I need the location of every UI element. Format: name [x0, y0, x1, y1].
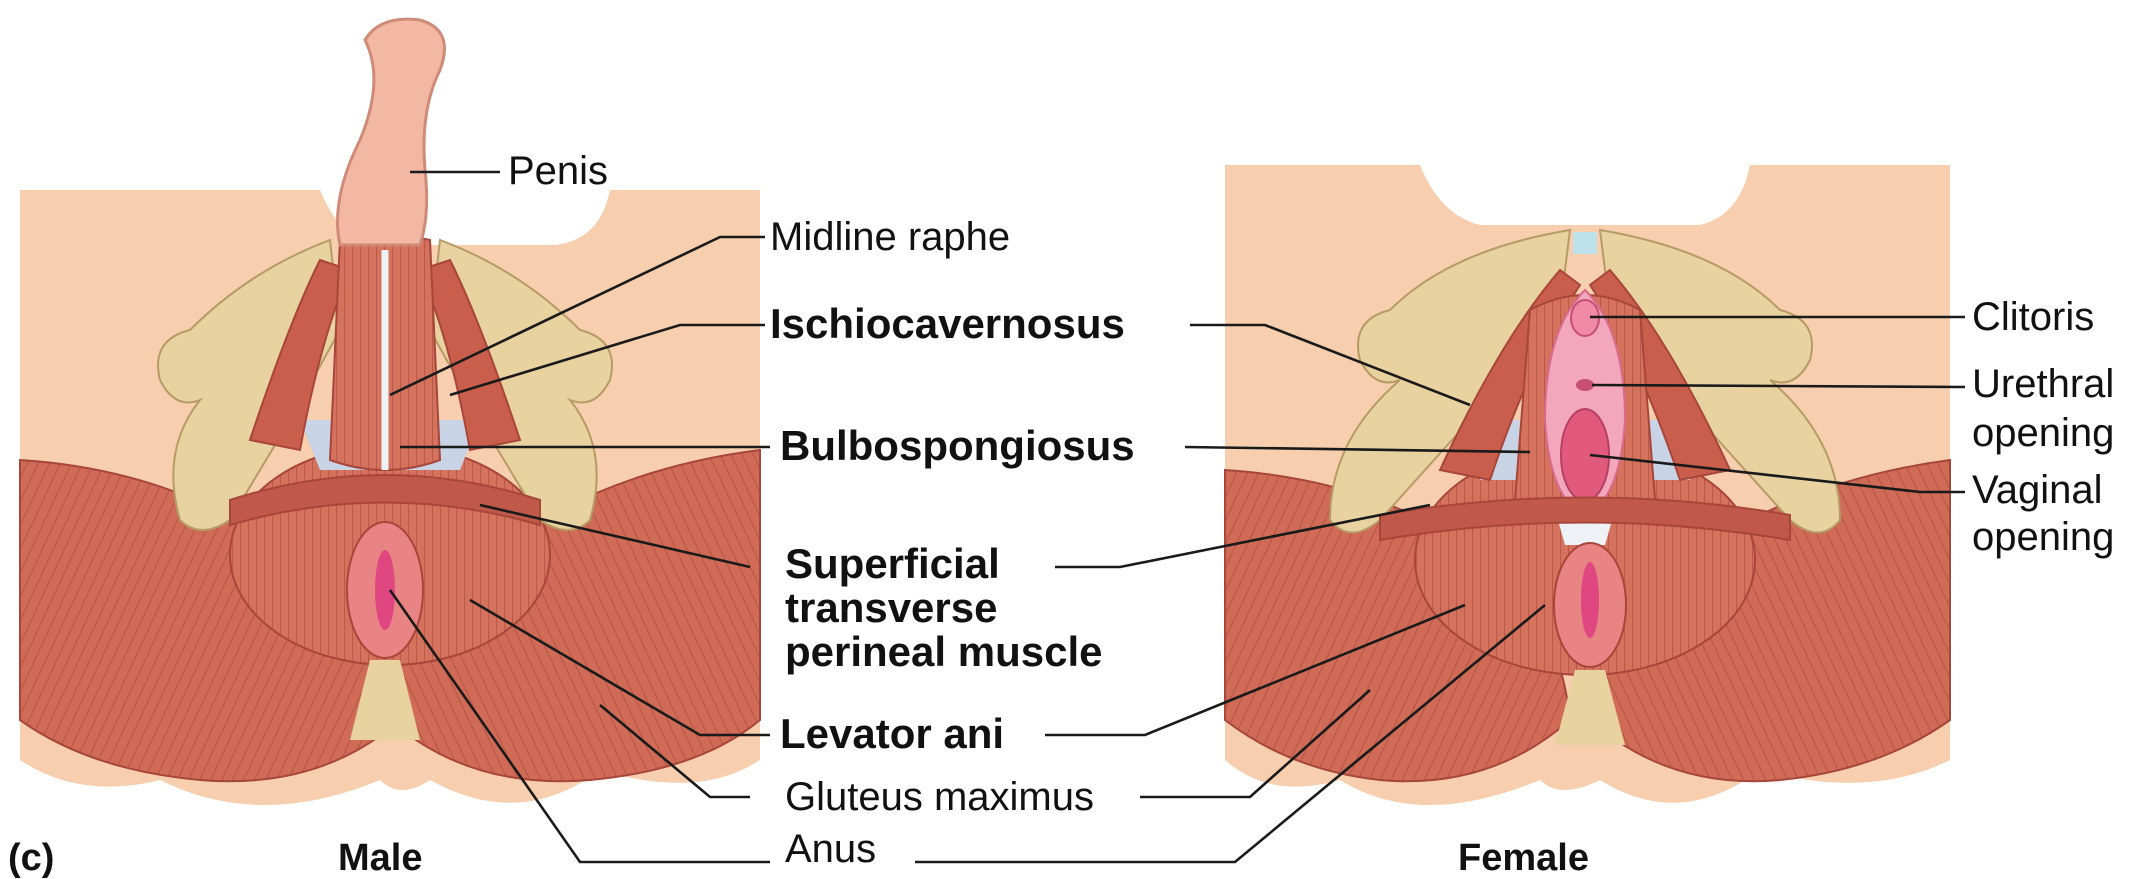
caption-female: Female	[1458, 837, 1589, 879]
label-ischiocavernosus: Ischiocavernosus	[770, 300, 1125, 347]
male-anus-opening	[375, 550, 395, 630]
label-vaginal: Vaginal	[1972, 468, 2102, 512]
label-urethral-opening: opening	[1972, 411, 2114, 455]
label-clitoris: Clitoris	[1972, 295, 2094, 339]
female-anus-opening	[1581, 562, 1599, 638]
label-transverse: transverse	[785, 584, 997, 631]
female-urethral-opening	[1576, 379, 1594, 391]
label-perineal-muscle: perineal muscle	[785, 628, 1102, 675]
label-vaginal-opening: opening	[1972, 515, 2114, 559]
female-vaginal-opening	[1561, 409, 1609, 501]
caption-male: Male	[338, 837, 422, 879]
label-penis: Penis	[508, 149, 608, 193]
label-levator-ani: Levator ani	[780, 710, 1004, 757]
panel-letter: (c)	[8, 837, 54, 879]
label-gluteus-maximus: Gluteus maximus	[785, 775, 1094, 819]
male-illustration	[20, 19, 760, 805]
label-midline-raphe: Midline raphe	[770, 215, 1010, 259]
male-penis	[338, 19, 445, 245]
label-superficial: Superficial	[785, 540, 1000, 587]
label-bulbospongiosus: Bulbospongiosus	[780, 422, 1135, 469]
label-urethral: Urethral	[1972, 362, 2114, 406]
label-anus: Anus	[785, 827, 876, 871]
female-clitoris-tip	[1573, 232, 1597, 254]
female-illustration	[1225, 165, 1950, 805]
